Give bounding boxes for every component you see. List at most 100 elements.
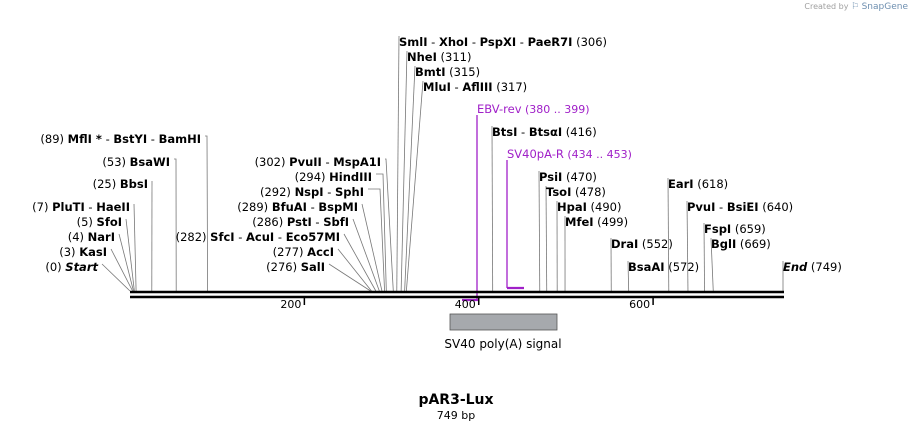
plasmid-length: 749 bp [437, 409, 475, 422]
site-position: (306) [572, 35, 607, 49]
site-separator: - [274, 230, 285, 244]
site-label-smli[interactable]: SmlI - XhoI - PspXI - PaeR7I (306) [399, 35, 607, 49]
site-label-acci[interactable]: (277) AccI [273, 245, 334, 259]
site-leader-sfci [343, 233, 377, 292]
scale-tick-label: 200 [280, 298, 301, 311]
enzyme-name: MspA1I [333, 155, 381, 169]
site-label-hpai[interactable]: HpaI (490) [557, 200, 622, 214]
enzyme-name: BtsαI [529, 125, 562, 139]
site-label-pluti[interactable]: (7) PluTI - HaeII [32, 200, 130, 214]
primer-label-ebv-rev[interactable]: EBV-rev (380 .. 399) [477, 102, 590, 116]
site-label-psti[interactable]: (286) PstI - SbfI [252, 215, 349, 229]
enzyme-name: BmtI [415, 65, 446, 79]
enzyme-name: Start [65, 260, 98, 274]
site-leader-pvuii [385, 158, 394, 292]
site-position: (478) [571, 185, 606, 199]
site-label-sfoi[interactable]: (5) SfoI [77, 215, 122, 229]
site-position: (276) [266, 260, 301, 274]
site-label-tsoi[interactable]: TsoI (478) [546, 185, 606, 199]
site-position: (0) [45, 260, 65, 274]
primer-range: (434 .. 453) [564, 148, 632, 161]
enzyme-name: PsiI [539, 170, 562, 184]
site-leader-acci [337, 248, 372, 292]
site-label-bbsi[interactable]: (25) BbsI [93, 177, 148, 191]
site-label-drai[interactable]: DraI (552) [611, 237, 673, 251]
site-position: (749) [807, 260, 842, 274]
site-position: (5) [77, 215, 97, 229]
site-position: (669) [736, 237, 771, 251]
site-position: (292) [260, 185, 295, 199]
site-leader-sali [328, 263, 371, 292]
site-leader-bfuai [361, 203, 383, 292]
enzyme-name: BtsI [492, 125, 517, 139]
enzyme-name: PvuII [289, 155, 322, 169]
site-leader-bmti [404, 65, 416, 292]
site-leader-psii [538, 170, 541, 292]
primer-label-sv40pa-r[interactable]: SV40pA-R (434 .. 453) [507, 147, 632, 161]
site-position: (315) [446, 65, 481, 79]
site-label-start[interactable]: (0) Start [45, 260, 98, 274]
primer-annotations: EBV-rev (380 .. 399) SV40pA-R (434 .. 453… [462, 102, 632, 302]
site-label-bmti[interactable]: BmtI (315) [415, 65, 480, 79]
site-label-mfli-[interactable]: (89) MflI * - BstYI - BamHI [40, 132, 201, 146]
enzyme-name: BspMI [318, 200, 358, 214]
primer-name: SV40pA-R [507, 147, 564, 161]
enzyme-name: HaeII [96, 200, 130, 214]
site-separator: - [715, 200, 726, 214]
feature-sv40-polya-box[interactable] [449, 313, 558, 331]
enzyme-name: AflIII [462, 80, 492, 94]
site-label-fspi[interactable]: FspI (659) [704, 222, 766, 236]
site-label-sfci[interactable]: (282) SfcI - AcuI - Eco57MI [176, 230, 340, 244]
site-label-bgli[interactable]: BglI (669) [711, 237, 771, 251]
site-label-btsi[interactable]: BtsI - BtsαI (416) [492, 125, 597, 139]
site-position: (277) [273, 245, 308, 259]
enzyme-name: DraI [611, 237, 638, 251]
site-leader-start [101, 263, 131, 292]
site-leader-psti [352, 218, 380, 292]
site-leader-bsaai [627, 260, 630, 292]
site-separator: - [147, 132, 158, 146]
site-label-nhei[interactable]: NheI (311) [407, 50, 471, 64]
enzyme-name: BstYI [113, 132, 147, 146]
site-position: (289) [237, 200, 272, 214]
site-label-mlui[interactable]: MluI - AflIII (317) [423, 80, 527, 94]
enzyme-name: BsaWI [130, 155, 170, 169]
site-position: (552) [638, 237, 673, 251]
site-label-nspi[interactable]: (292) NspI - SphI [260, 185, 364, 199]
site-label-mfei[interactable]: MfeI (499) [565, 215, 628, 229]
site-separator: - [322, 155, 333, 169]
enzyme-name: PaeR7I [528, 35, 573, 49]
watermark-brand: SnapGene [861, 2, 908, 12]
site-label-eari[interactable]: EarI (618) [668, 177, 728, 191]
site-label-hindiii[interactable]: (294) HindIII [295, 170, 372, 184]
enzyme-name: End [783, 260, 808, 274]
site-position: (416) [562, 125, 597, 139]
site-label-kasi[interactable]: (3) KasI [59, 245, 107, 259]
site-separator: - [468, 35, 479, 49]
site-label-end[interactable]: End (749) [783, 260, 842, 274]
site-label-bsaai[interactable]: BsaAI (572) [628, 260, 699, 274]
site-label-sali[interactable]: (276) SalI [266, 260, 325, 274]
site-label-nari[interactable]: (4) NarI [68, 230, 115, 244]
site-separator: - [428, 35, 439, 49]
site-leader-mlui [405, 80, 424, 292]
watermark-prefix: Created by [804, 2, 849, 11]
site-position: (659) [731, 222, 766, 236]
site-position: (286) [252, 215, 287, 229]
enzyme-name: SfoI [97, 215, 122, 229]
site-separator: - [517, 125, 528, 139]
site-label-bsawi[interactable]: (53) BsaWI [102, 155, 170, 169]
enzyme-name: SphI [335, 185, 364, 199]
site-leader-tsoi [545, 185, 548, 292]
feature-sv40-polya-label: SV40 poly(A) signal [444, 337, 561, 351]
site-label-psii[interactable]: PsiI (470) [539, 170, 597, 184]
site-label-bfuai[interactable]: (289) BfuAI - BspMI [237, 200, 358, 214]
site-position: (282) [176, 230, 211, 244]
site-leader-nhei [400, 50, 408, 292]
site-leader-bsawi [174, 158, 177, 292]
site-label-pvuii[interactable]: (302) PvuII - MspA1I [255, 155, 381, 169]
site-label-pvui[interactable]: PvuI - BsiEI (640) [687, 200, 793, 214]
site-leader-fspi [703, 222, 705, 292]
enzyme-name: HpaI [557, 200, 587, 214]
dna-backbone [130, 290, 784, 299]
